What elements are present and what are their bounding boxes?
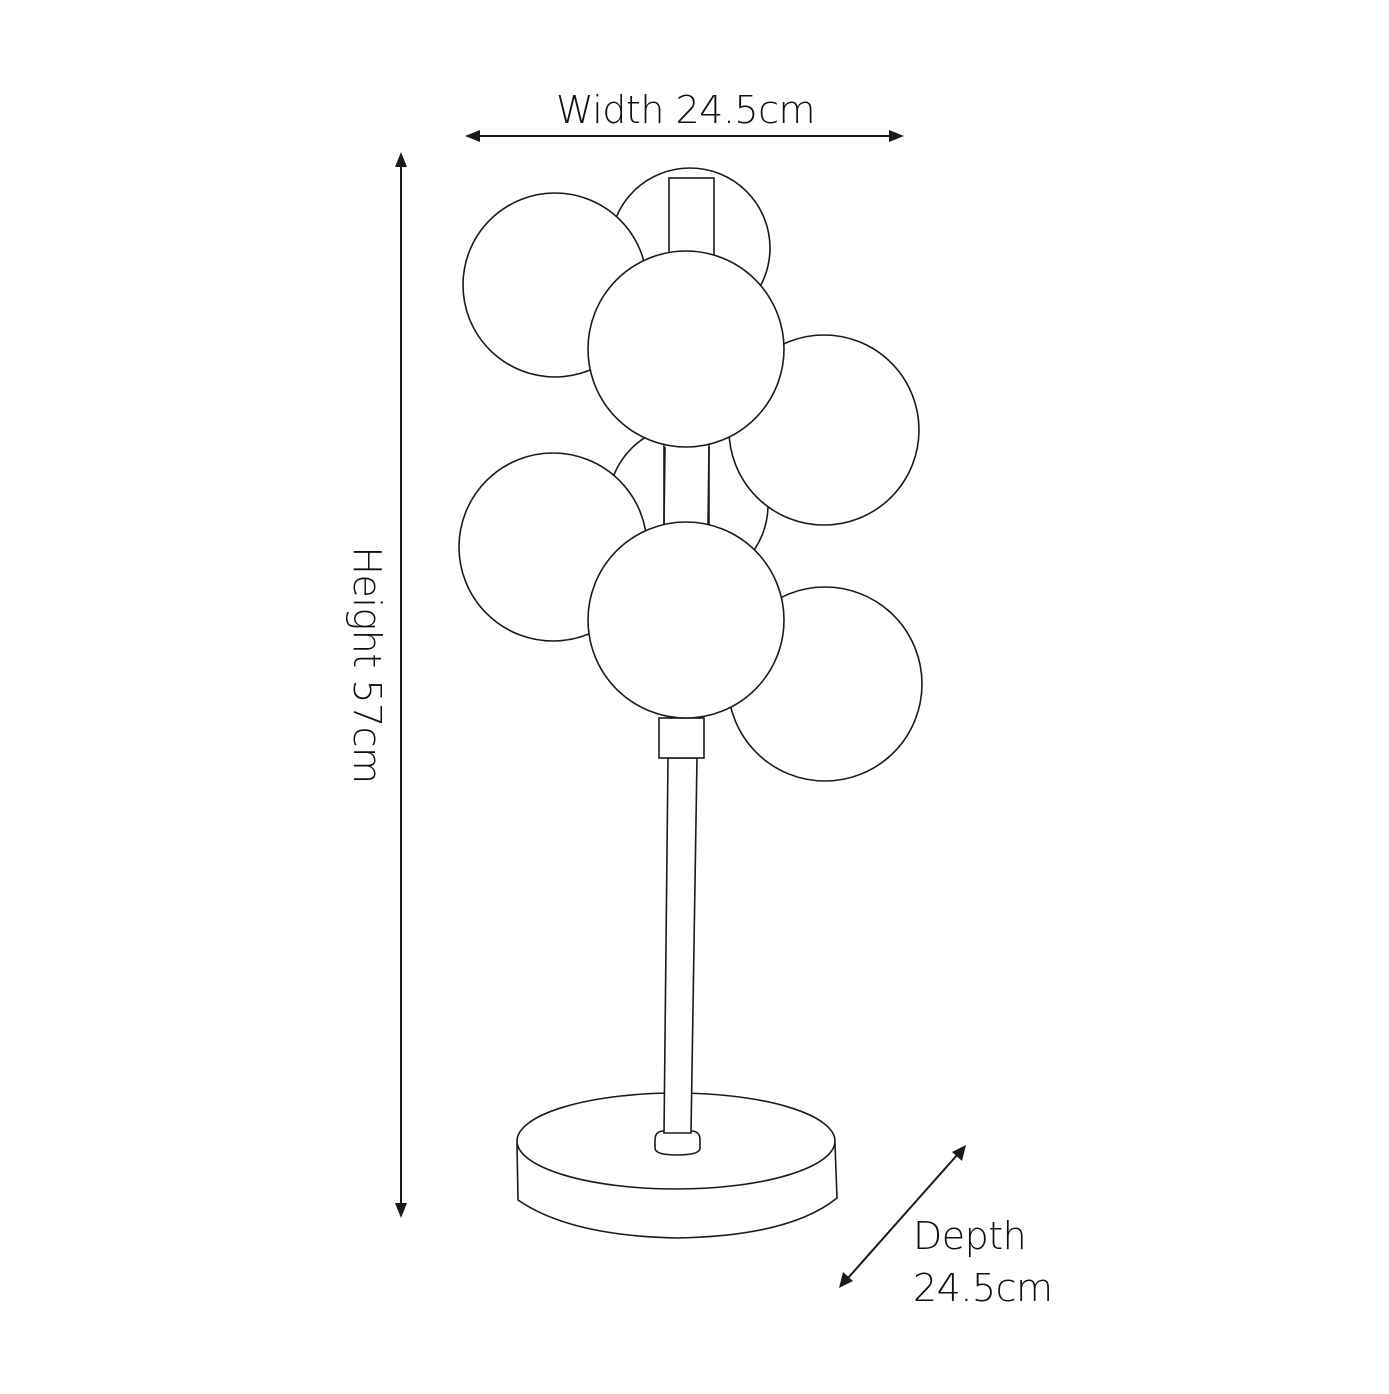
height-label: Height 57cm	[345, 546, 389, 784]
width-label: Width 24.5cm	[556, 88, 816, 132]
depth-label-value: 24.5cm	[913, 1266, 1053, 1310]
globe-upper-front	[587, 250, 785, 448]
depth-label: Depth 24.5cm	[913, 1210, 1053, 1314]
globe-lower-front	[587, 521, 785, 719]
lamp-base	[516, 1092, 838, 1239]
width-arrow-icon	[465, 130, 904, 142]
lamp-stem	[658, 717, 705, 1134]
depth-arrow-icon	[839, 1145, 966, 1288]
lamp-illustration	[458, 167, 923, 1239]
height-arrow-icon	[395, 152, 407, 1218]
depth-label-title: Depth	[913, 1214, 1027, 1258]
